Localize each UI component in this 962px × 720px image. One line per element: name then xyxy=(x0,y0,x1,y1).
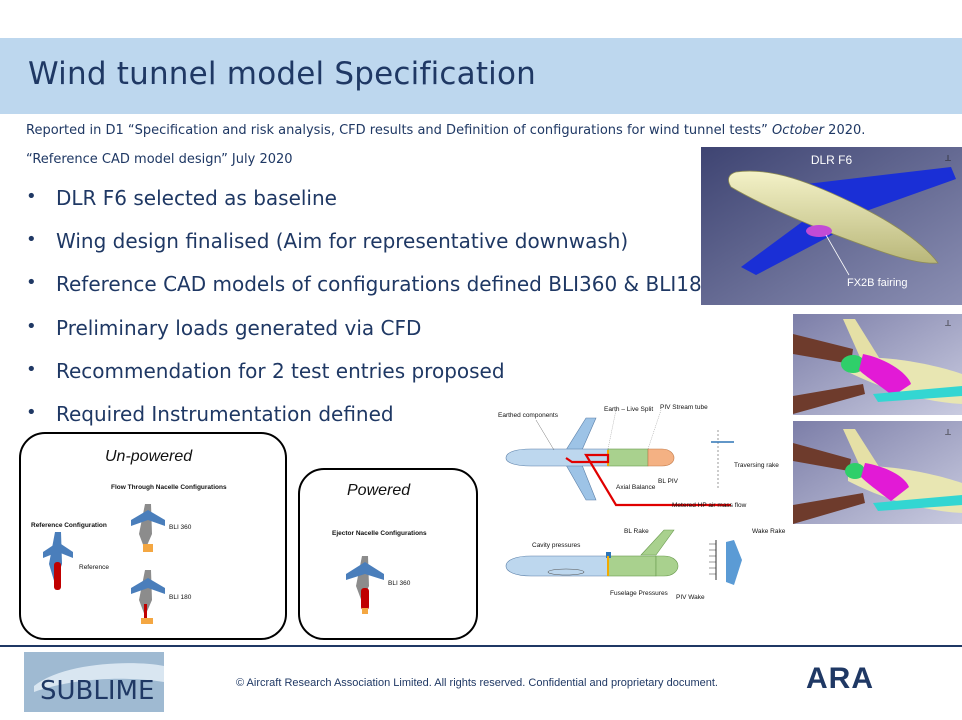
powered-bli360-label: BLI 360 xyxy=(388,580,411,587)
nacelle-render-bli180: ⟂ xyxy=(793,421,962,524)
nacelle-render-bli360: ⟂ xyxy=(793,314,962,415)
reference-label: Reference xyxy=(79,564,109,571)
sublime-logo: SUBLIME xyxy=(24,652,164,712)
bli360-aircraft-icon xyxy=(131,504,165,552)
dlr-f6-label: DLR F6 xyxy=(810,153,853,167)
wake-rake-label: Wake Rake xyxy=(752,528,786,535)
flow-through-heading: Flow Through Nacelle Configurations xyxy=(111,484,227,491)
slide-title: Wind tunnel model Specification xyxy=(28,56,537,92)
instrumentation-diagram: Earthed components Earth – Live Split PI… xyxy=(496,400,786,610)
fairing-label: FX2B fairing xyxy=(847,277,908,289)
bli180-label: BLI 180 xyxy=(169,594,192,601)
ejector-heading: Ejector Nacelle Configurations xyxy=(332,530,427,537)
metered-air-label: Metered HP air mass flow xyxy=(672,502,747,509)
footer-divider xyxy=(0,645,962,647)
sublime-logo-art xyxy=(24,652,164,712)
bullet-dot: • xyxy=(26,315,37,337)
sublime-logo-text: SUBLIME xyxy=(40,676,155,706)
ara-logo: ARA xyxy=(806,662,874,695)
bli360-label: BLI 360 xyxy=(169,524,192,531)
svg-text:⟂: ⟂ xyxy=(945,427,951,437)
subtitle-reported-month: October xyxy=(772,123,825,138)
bullet-text: Wing design finalised (Aim for represent… xyxy=(56,229,629,254)
bli180-aircraft-icon xyxy=(131,570,165,624)
nacelle-bli180-illustration: ⟂ xyxy=(793,421,962,524)
bullet-dot: • xyxy=(26,186,37,207)
fuselage-pressures-label: Fuselage Pressures xyxy=(610,590,668,597)
subtitle-reported-main: Reported in D1 “Specification and risk a… xyxy=(26,123,768,138)
subtitle-reported-year: 2020. xyxy=(828,123,866,138)
unpowered-configurations-box: Un-powered Flow Through Nacelle Configur… xyxy=(19,432,287,640)
unpowered-title: Un-powered xyxy=(105,448,193,465)
reference-configuration-heading: Reference Configuration xyxy=(31,522,107,529)
bullet-dot: • xyxy=(26,358,37,380)
bl-rake-label: BL Rake xyxy=(624,528,649,535)
bullet-text: Reference CAD models of configurations d… xyxy=(56,272,715,297)
bullet-dot: • xyxy=(26,272,37,294)
subtitle-reference-cad: “Reference CAD model design” July 2020 xyxy=(26,152,293,167)
earthed-components-label: Earthed components xyxy=(498,412,558,419)
unpowered-aircraft-icons xyxy=(43,504,165,624)
earth-live-split-label: Earth – Live Split xyxy=(604,406,654,413)
instrumentation-schematic xyxy=(505,409,742,585)
dlr-f6-render: ⟂ DLR F6 FX2B fairing xyxy=(701,147,962,305)
copyright-notice: © Aircraft Research Association Limited.… xyxy=(236,677,718,689)
bullet-dot: • xyxy=(26,401,37,423)
svg-text:⟂: ⟂ xyxy=(945,318,951,328)
cavity-pressures-label: Cavity pressures xyxy=(532,542,581,549)
bl-piv-label: BL PIV xyxy=(658,478,678,485)
reference-aircraft-icon xyxy=(43,532,73,590)
nacelle-bli360-illustration: ⟂ xyxy=(793,314,962,415)
bullet-text: Recommendation for 2 test entries propos… xyxy=(56,358,505,383)
powered-aircraft-icon xyxy=(346,556,384,614)
bullet-text: Preliminary loads generated via CFD xyxy=(56,315,422,340)
bullet-text: Required Instrumentation defined xyxy=(56,401,394,426)
bullet-dot: • xyxy=(26,229,37,251)
piv-wake-label: PIV Wake xyxy=(676,594,705,601)
powered-title: Powered xyxy=(347,482,411,499)
bullet-text: DLR F6 selected as baseline xyxy=(56,186,337,210)
title-band xyxy=(0,38,962,114)
subtitle-reported: Reported in D1 “Specification and risk a… xyxy=(26,123,865,138)
powered-configurations-box: Powered Ejector Nacelle Configurations B… xyxy=(298,468,478,640)
piv-stream-tube-label: PIV Stream tube xyxy=(660,404,708,411)
traversing-rake-label: Traversing rake xyxy=(734,462,779,469)
svg-text:⟂: ⟂ xyxy=(945,153,951,163)
axial-balance-label: Axial Balance xyxy=(616,484,656,491)
dlr-f6-illustration: ⟂ xyxy=(701,147,962,305)
